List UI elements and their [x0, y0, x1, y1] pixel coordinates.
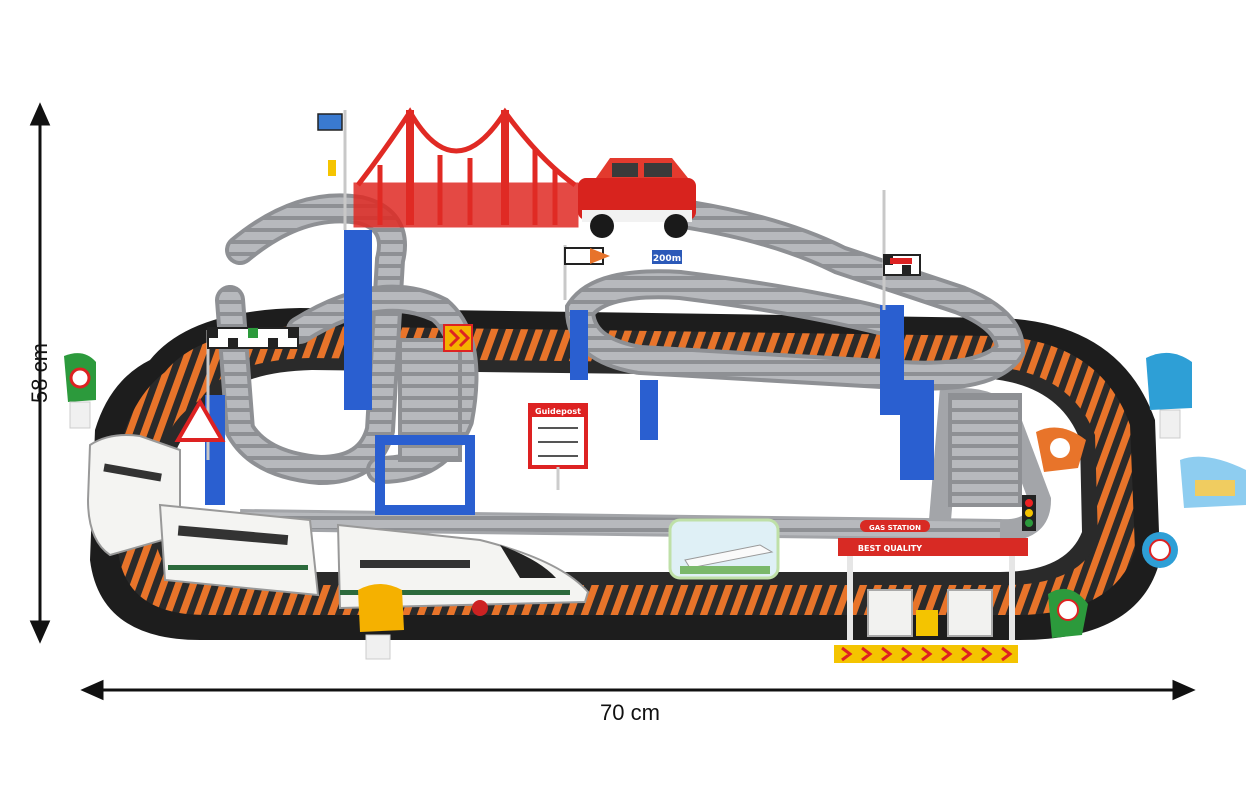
- red-suspension-bridge: [353, 107, 579, 228]
- right-roadside-signs: [1036, 352, 1246, 638]
- bottom-yellow-sign: [358, 584, 404, 660]
- gas-station-text: GAS STATION: [869, 524, 921, 532]
- guidepost-sign: Guidepost: [528, 403, 588, 490]
- speed-sign: 200m: [652, 250, 682, 264]
- traffic-light: [1022, 495, 1036, 531]
- height-dimension-label: 58 cm: [27, 343, 52, 403]
- bullet-train: [86, 434, 590, 616]
- right-elevated-ramp: [564, 200, 1026, 507]
- blue-flag-sign: [317, 110, 347, 230]
- chevron-warning-sign: [443, 324, 473, 352]
- height-dimension-arrow: [29, 102, 51, 644]
- gas-station: GAS STATION BEST QUALITY: [834, 520, 1028, 663]
- warning-triangle-sign: [174, 398, 226, 442]
- guidepost-text: Guidepost: [535, 407, 581, 416]
- width-dimension-label: 70 cm: [600, 700, 660, 725]
- red-toy-jeep: [578, 158, 696, 238]
- train-billboard: [668, 518, 780, 580]
- speed-sign-text: 200m: [653, 254, 681, 264]
- left-roadside-sign: [64, 353, 96, 429]
- checkered-flags: [206, 190, 921, 460]
- blue-pillars: [205, 230, 934, 515]
- best-quality-text: BEST QUALITY: [858, 544, 922, 553]
- width-dimension-arrow: [80, 679, 1196, 701]
